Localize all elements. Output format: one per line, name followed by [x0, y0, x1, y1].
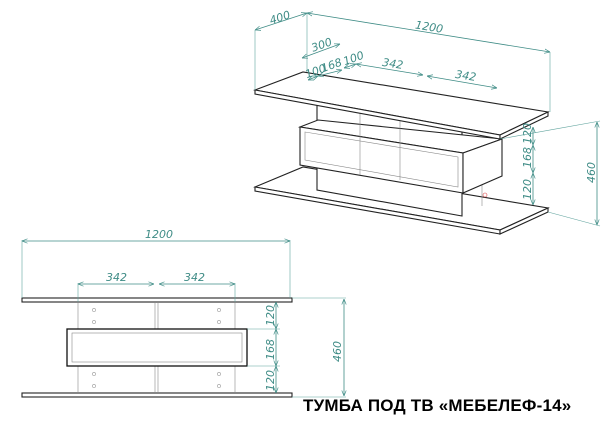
front-bottom-shelf	[21, 392, 293, 398]
front-top-shelf	[21, 297, 293, 303]
iso-dim-h-top: 120	[521, 123, 534, 144]
front-dim-h-bottom: 120	[264, 370, 277, 391]
iso-dim-inner-depth: 300	[310, 35, 334, 54]
front-view: 1200 342 342 120 168 120 460	[21, 228, 346, 398]
product-title: ТУМБА ПОД ТВ «МЕБЕЛЕФ-14»	[303, 396, 572, 415]
front-dim-section-right: 342	[184, 271, 205, 284]
front-dim-width: 1200	[145, 228, 173, 241]
isometric-view: 400 1200 300 100 168 100 342 342 120 168…	[252, 8, 601, 235]
iso-dim-section-left: 342	[381, 56, 404, 72]
front-dim-h-total: 460	[331, 341, 344, 362]
iso-dim-h-bottom: 120	[521, 179, 534, 200]
iso-box-side	[462, 138, 503, 194]
iso-dim-width: 1200	[414, 19, 444, 36]
iso-dim-h-total: 460	[585, 162, 598, 183]
front-dim-h-top: 120	[264, 305, 277, 326]
iso-dim-b: 168	[320, 56, 344, 75]
iso-dim-depth: 400	[268, 8, 292, 27]
iso-dim-section-right: 342	[454, 68, 477, 84]
front-box	[66, 328, 248, 367]
front-dim-h-mid: 168	[264, 339, 277, 360]
iso-dim-h-mid: 168	[521, 147, 534, 168]
front-dim-section-left: 342	[106, 271, 127, 284]
